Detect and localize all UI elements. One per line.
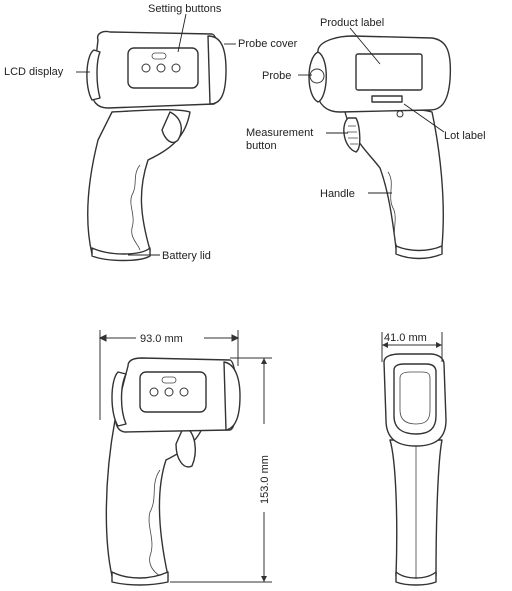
width-dimension-value: 93.0 mm (140, 333, 183, 345)
handle-label: Handle (320, 188, 355, 200)
product-label-label: Product label (320, 17, 384, 29)
end-view-device (383, 353, 447, 586)
probe-cover-label: Probe cover (238, 38, 298, 50)
depth-dimension-line (381, 332, 443, 362)
battery-lid-label: Battery lid (162, 250, 211, 262)
height-dimension-line (170, 357, 272, 583)
front-view-device (86, 30, 227, 262)
depth-dimension-value: 41.0 mm (384, 332, 427, 344)
probe-label: Probe (262, 70, 291, 82)
measurement-button-label-line1: Measurement (246, 127, 313, 139)
width-dimension-line (98, 330, 240, 420)
setting-buttons-label: Setting buttons (148, 3, 222, 15)
lot-label-label: Lot label (444, 130, 486, 142)
height-dimension-value: 153.0 mm (259, 455, 271, 504)
rear-view-device (308, 35, 452, 260)
lcd-display-label: LCD display (4, 66, 64, 78)
measurement-button-label-line2: button (246, 140, 277, 152)
side-dimension-device (105, 357, 241, 586)
